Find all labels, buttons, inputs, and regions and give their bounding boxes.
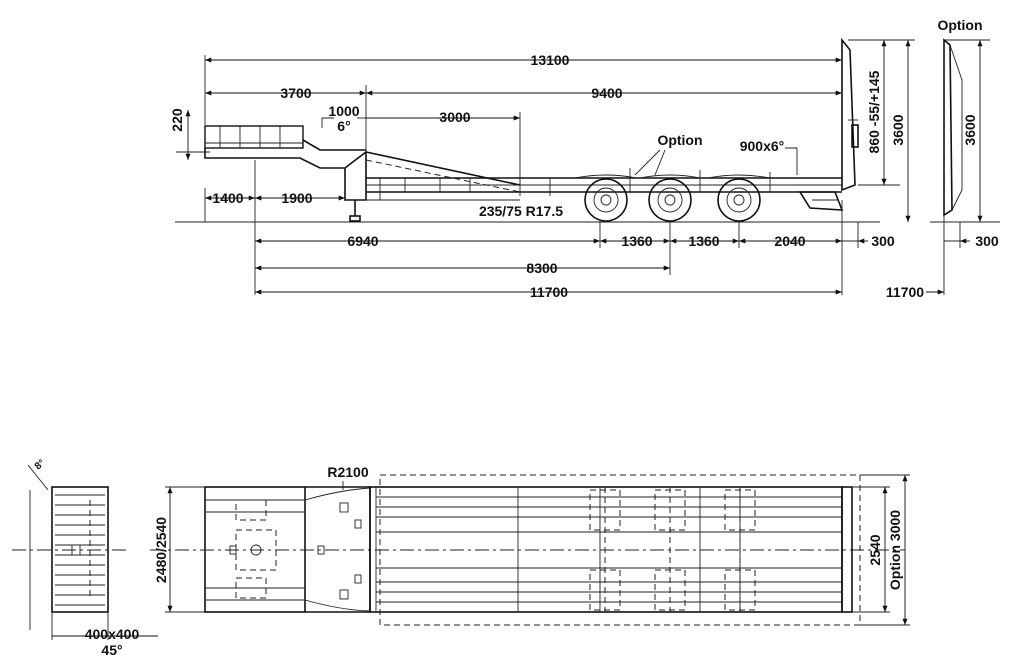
label-plate-size: 400x400 bbox=[85, 626, 140, 642]
dim-9400: 9400 bbox=[591, 85, 622, 101]
dim-angle-6: 6° bbox=[337, 118, 350, 134]
label-small-angle: 8° bbox=[33, 458, 47, 473]
deck-plan bbox=[369, 486, 843, 613]
label-option-top: Option bbox=[937, 17, 982, 33]
dim-300-a: 300 bbox=[871, 233, 895, 249]
dim-8300: 8300 bbox=[526, 260, 557, 276]
dim-3000: 3000 bbox=[439, 109, 470, 125]
label-radius: R2100 bbox=[327, 464, 368, 480]
dim-1360-b: 1360 bbox=[688, 233, 719, 249]
gooseneck-plan bbox=[204, 486, 306, 613]
dim-width-option: Option 3000 bbox=[887, 510, 903, 590]
side-view: 13100 3700 9400 1000 6° 3000 220 bbox=[169, 17, 1000, 300]
dim-1360-a: 1360 bbox=[621, 233, 652, 249]
label-option-side: Option bbox=[657, 132, 702, 148]
dim-13100: 13100 bbox=[531, 52, 570, 68]
dim-11700: 11700 bbox=[530, 284, 568, 300]
top-view: 8° 400x400 45° 2480/2540 R2100 bbox=[12, 458, 910, 658]
dim-deck-height: 860 -55/+145 bbox=[866, 70, 882, 153]
dim-3700: 3700 bbox=[280, 85, 311, 101]
dim-11700-b: 11700 bbox=[886, 284, 924, 300]
dim-220: 220 bbox=[169, 108, 185, 132]
dim-300-b: 300 bbox=[975, 233, 999, 249]
axle-1 bbox=[584, 178, 628, 222]
dim-3600-b: 3600 bbox=[962, 114, 978, 145]
dim-6940: 6940 bbox=[347, 233, 378, 249]
label-tyre: 235/75 R17.5 bbox=[479, 203, 563, 219]
dim-1000: 1000 bbox=[328, 103, 359, 119]
dim-1400: 1400 bbox=[212, 190, 243, 206]
label-plate-angle: 45° bbox=[101, 642, 122, 658]
ramp-detail bbox=[943, 38, 953, 217]
plate-detail: 8° 400x400 45° bbox=[12, 458, 158, 658]
gooseneck-top bbox=[204, 125, 304, 149]
label-ramp-size: 900x6° bbox=[740, 138, 785, 154]
dim-1900: 1900 bbox=[281, 190, 312, 206]
dim-2040: 2040 bbox=[774, 233, 805, 249]
dim-3600-a: 3600 bbox=[890, 114, 906, 145]
dim-width-rear: 2540 bbox=[867, 534, 883, 565]
